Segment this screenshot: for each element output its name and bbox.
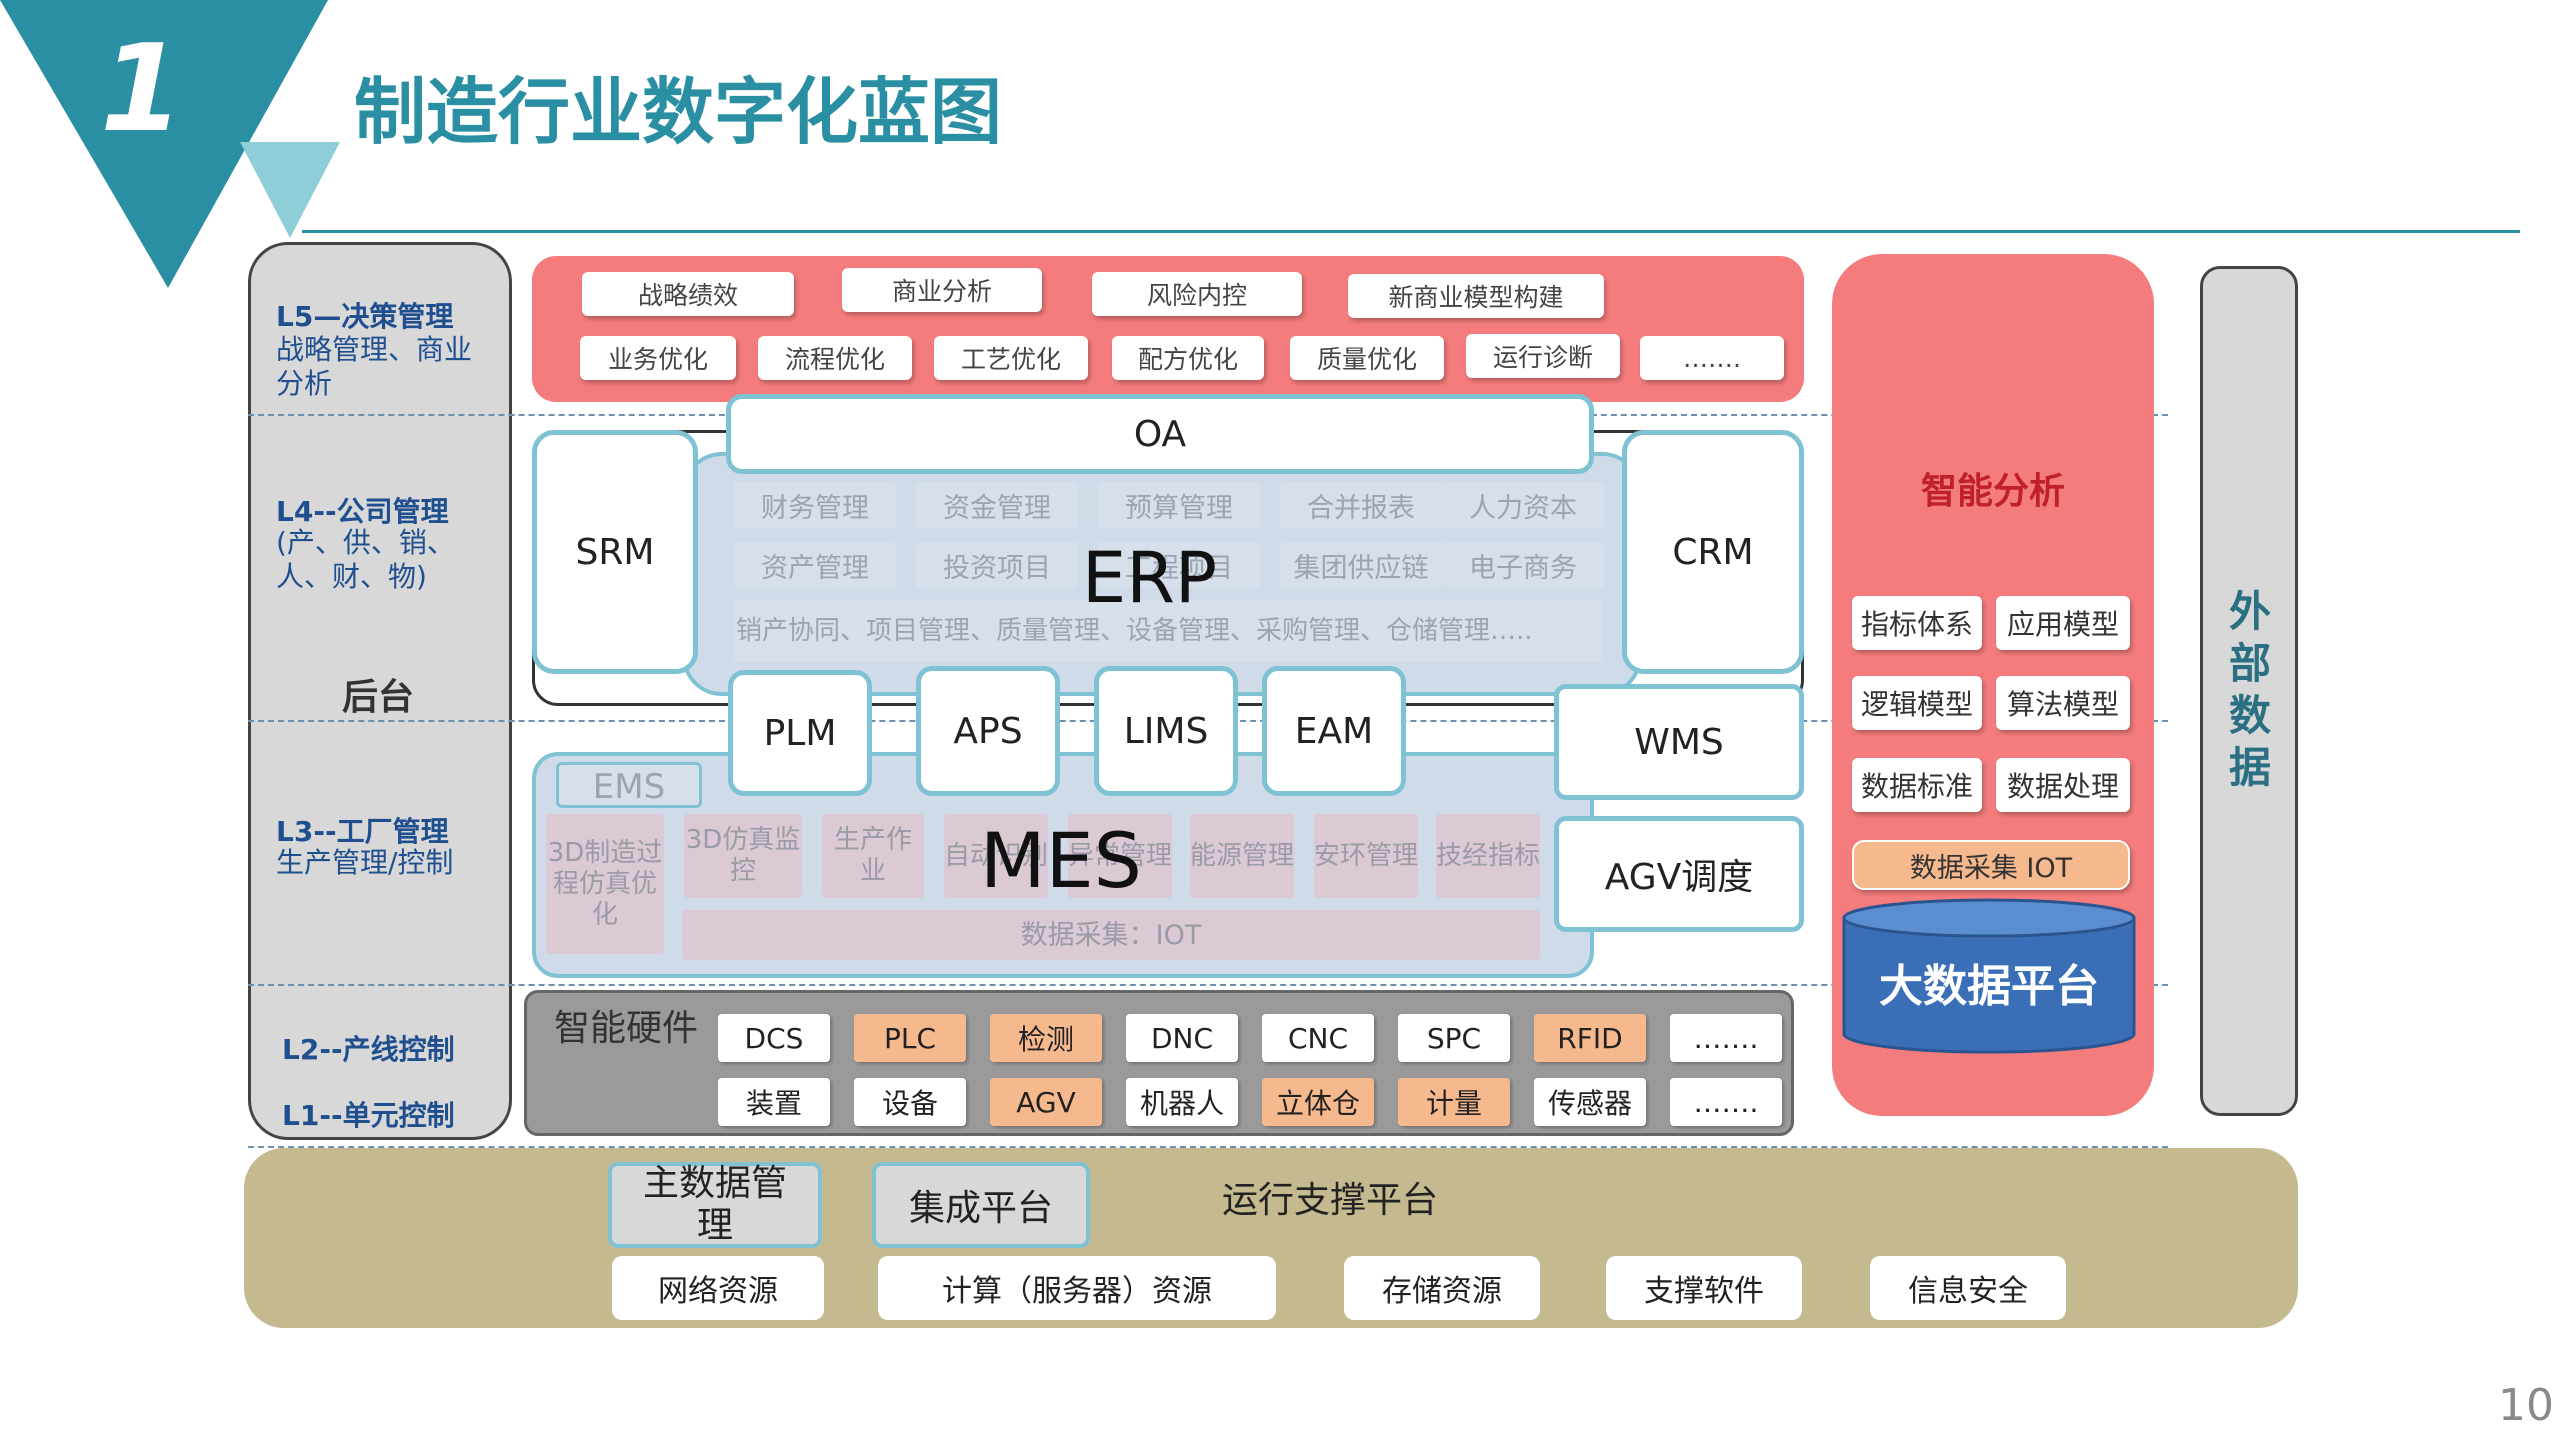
erp-module: 合并报表 [1280, 482, 1442, 528]
hardware-item: 传感器 [1534, 1078, 1646, 1126]
number-badge-shape [0, 0, 340, 288]
smart-analysis-title: 智能分析 [1920, 471, 2065, 512]
hardware-item: 装置 [718, 1078, 830, 1126]
mes-function: 技经指标 [1436, 814, 1540, 898]
hardware-label: 智能硬件 [554, 1008, 699, 1049]
hardware-item: ……. [1670, 1014, 1782, 1062]
level-column [248, 242, 512, 1140]
lims-module: LIMS [1094, 666, 1238, 796]
section-number: 1 [100, 20, 184, 159]
erp-module: 资金管理 [916, 482, 1078, 528]
l5-item: ……. [1640, 336, 1784, 380]
l5-item: 战略绩效 [582, 272, 794, 316]
erp-module: 人力资本 [1442, 482, 1604, 528]
l5-subtitle: 战略管理、商业分析 [276, 333, 473, 400]
l4-title: L4--公司管理 [276, 495, 449, 528]
title-divider [302, 230, 2520, 233]
smart-item: 逻辑模型 [1852, 676, 1982, 730]
page-title: 制造行业数字化蓝图 [354, 70, 1003, 154]
plm-module: PLM [728, 670, 872, 796]
smart-item: 应用模型 [1996, 596, 2130, 650]
l5-title: L5—决策管理 [276, 300, 454, 333]
mes-function: 安环管理 [1314, 814, 1418, 898]
mes-function: 自动识别 [944, 814, 1048, 898]
integration-platform-box: 集成平台 [872, 1162, 1090, 1248]
hardware-item: DNC [1126, 1014, 1238, 1062]
mes-function: 生产作业 [822, 814, 924, 898]
ems-label: EMS [556, 762, 702, 808]
bigdata-cylinder-icon [1842, 898, 2136, 1054]
l5-item: 商业分析 [842, 268, 1042, 312]
separator-l3-l2 [248, 984, 2168, 986]
hardware-item: DCS [718, 1014, 830, 1062]
smart-item: 指标体系 [1852, 596, 1982, 650]
backend-label: 后台 [342, 677, 415, 718]
l5-item: 业务优化 [580, 336, 736, 380]
mes-label: MES [980, 816, 1142, 905]
hardware-item: PLC [854, 1014, 966, 1062]
mes-function: 3D仿真监控 [684, 814, 802, 898]
mes-function: 能源管理 [1190, 814, 1294, 898]
hardware-item: 设备 [854, 1078, 966, 1126]
eam-module: EAM [1262, 666, 1406, 796]
l1-title: L1--单元控制 [282, 1099, 455, 1132]
l5-item: 配方优化 [1112, 336, 1264, 380]
l3-subtitle: 生产管理/控制 [276, 846, 454, 879]
support-platform-label: 运行支撑平台 [1222, 1180, 1439, 1221]
l2-title: L2--产线控制 [282, 1033, 455, 1066]
erp-module: 预算管理 [1098, 482, 1260, 528]
hardware-item: 计量 [1398, 1078, 1510, 1126]
smart-item: 算法模型 [1996, 676, 2130, 730]
l5-item: 运行诊断 [1466, 334, 1620, 378]
base-resource: 信息安全 [1870, 1256, 2066, 1320]
erp-module: 投资项目 [916, 542, 1078, 588]
hardware-item: 机器人 [1126, 1078, 1238, 1126]
l5-item: 风险内控 [1092, 272, 1302, 316]
erp-module: 集团供应链 [1280, 542, 1442, 588]
l5-item: 流程优化 [758, 336, 912, 380]
external-data-panel [2200, 266, 2298, 1116]
l5-item: 质量优化 [1290, 336, 1444, 380]
base-resource: 存储资源 [1344, 1256, 1540, 1320]
wms-system: WMS [1554, 684, 1804, 800]
base-resource: 网络资源 [612, 1256, 824, 1320]
master-data-box: 主数据管理 [608, 1162, 822, 1248]
erp-extended-modules: 销产协同、项目管理、质量管理、设备管理、采购管理、仓储管理….. [734, 600, 1602, 662]
mes-function: 异常管理 [1068, 814, 1172, 898]
mes-function: 3D制造过程仿真优化 [546, 814, 664, 954]
hardware-item: ……. [1670, 1078, 1782, 1126]
mes-iot: 数据采集：IOT [682, 910, 1540, 960]
l4-subtitle: (产、供、销、人、财、物) [276, 526, 455, 593]
l3-title: L3--工厂管理 [276, 815, 449, 848]
hardware-item: SPC [1398, 1014, 1510, 1062]
hardware-item: AGV [990, 1078, 1102, 1126]
base-resource: 支撑软件 [1606, 1256, 1802, 1320]
aps-module: APS [916, 666, 1060, 796]
erp-module: 工程项目 [1098, 542, 1260, 588]
agv-dispatch-system: AGV调度 [1554, 816, 1804, 932]
l5-item: 新商业模型构建 [1348, 274, 1604, 318]
srm-system: SRM [532, 430, 698, 674]
erp-module: 资产管理 [734, 542, 896, 588]
erp-label: ERP [1082, 537, 1218, 619]
hardware-item: RFID [1534, 1014, 1646, 1062]
smart-item: 数据标准 [1852, 758, 1982, 812]
hardware-item: 立体仓 [1262, 1078, 1374, 1126]
hardware-item: CNC [1262, 1014, 1374, 1062]
erp-module: 财务管理 [734, 482, 896, 528]
crm-system: CRM [1622, 430, 1804, 674]
smart-iot: 数据采集 IOT [1852, 840, 2130, 890]
external-data-label: 外部数据 [2228, 587, 2271, 792]
page-number: 10 [2498, 1380, 2554, 1431]
erp-module: 电子商务 [1442, 542, 1604, 588]
oa-system: OA [726, 394, 1594, 474]
bigdata-label: 大数据平台 [1879, 961, 2099, 1012]
l5-item: 工艺优化 [934, 336, 1088, 380]
base-resource: 计算（服务器）资源 [878, 1256, 1276, 1320]
hardware-item: 检测 [990, 1014, 1102, 1062]
smart-item: 数据处理 [1996, 758, 2130, 812]
separator-l1-base [248, 1146, 2168, 1148]
